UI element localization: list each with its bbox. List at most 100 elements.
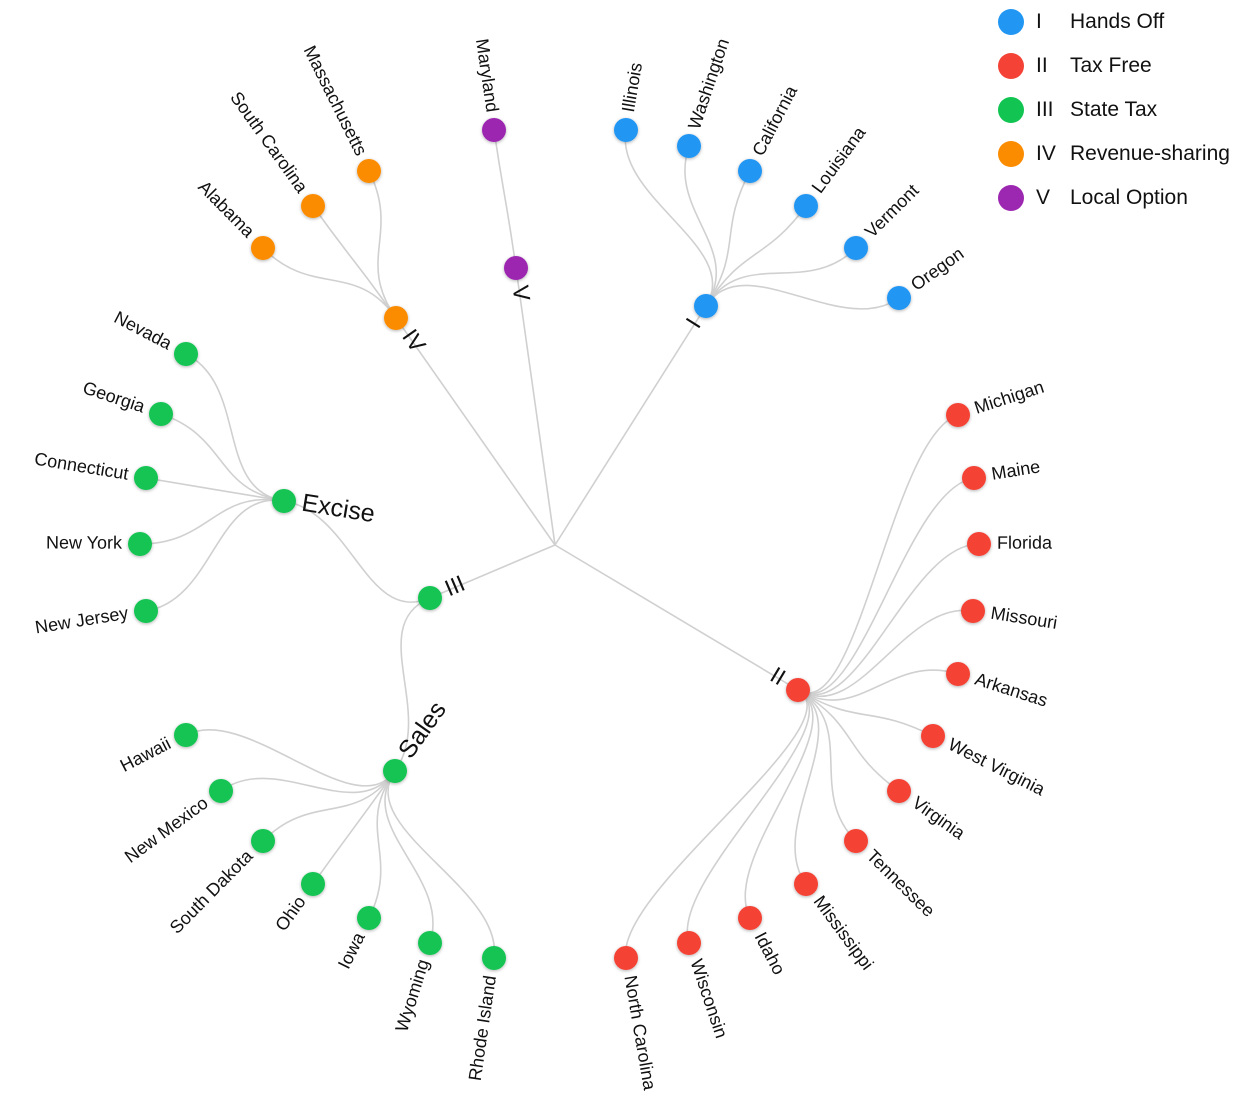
tree-link (493, 129, 517, 269)
node-virginia[interactable] (887, 779, 911, 803)
tree-link (220, 770, 396, 794)
label-west-virginia: West Virginia (945, 734, 1049, 800)
node-connecticut[interactable] (134, 466, 158, 490)
node-iowa[interactable] (357, 906, 381, 930)
node-west-virginia[interactable] (921, 724, 945, 748)
node-iv[interactable] (384, 306, 408, 330)
legend-item-tax-free: II Tax Free (998, 44, 1230, 88)
tree-link (797, 689, 857, 842)
node-north-carolina[interactable] (614, 946, 638, 970)
node-new-jersey[interactable] (134, 599, 158, 623)
node-v[interactable] (504, 256, 528, 280)
tree-link (797, 669, 959, 701)
label-nevada: Nevada (111, 307, 176, 354)
label-oregon: Oregon (907, 243, 967, 294)
label-south-carolina: South Carolina (226, 88, 312, 197)
node-rhode-island[interactable] (482, 946, 506, 970)
node-south-carolina[interactable] (301, 194, 325, 218)
label-maryland: Maryland (472, 37, 503, 113)
label-new-mexico: New Mexico (121, 793, 212, 867)
node-south-dakota[interactable] (251, 829, 275, 853)
label-iii: III (441, 570, 469, 601)
node-excise[interactable] (272, 489, 296, 513)
tree-link (705, 284, 900, 310)
node-georgia[interactable] (149, 402, 173, 426)
node-wisconsin[interactable] (677, 931, 701, 955)
legend-label: Hands Off (1070, 10, 1165, 33)
label-connecticut: Connecticut (33, 449, 130, 484)
node-arkansas[interactable] (946, 662, 970, 686)
node-sales[interactable] (383, 759, 407, 783)
tree-link (283, 500, 431, 603)
tree-link (624, 129, 714, 307)
tree-link (160, 413, 285, 502)
node-hawaii[interactable] (174, 723, 198, 747)
node-ii[interactable] (786, 678, 810, 702)
tree-link (744, 689, 814, 919)
node-michigan[interactable] (946, 403, 970, 427)
tree-link (686, 689, 811, 944)
node-maine[interactable] (962, 466, 986, 490)
label-virginia: Virginia (909, 792, 970, 844)
tree-link (554, 544, 799, 691)
node-california[interactable] (738, 159, 762, 183)
legend-dot-icon (998, 185, 1024, 211)
legend-dot-icon (998, 97, 1024, 123)
legend-item-revenue-sharing: IV Revenue-sharing (998, 132, 1230, 176)
legend-numeral: IV (1036, 142, 1056, 165)
tree-link (384, 770, 434, 944)
node-tennessee[interactable] (844, 829, 868, 853)
node-new-york[interactable] (128, 532, 152, 556)
legend-dot-icon (998, 53, 1024, 79)
label-v: V (508, 284, 536, 303)
label-missouri: Missouri (989, 603, 1058, 633)
legend-item-hands-off: I Hands Off (998, 0, 1230, 44)
label-maine: Maine (990, 456, 1042, 483)
legend-label: Local Option (1070, 186, 1188, 209)
label-idaho: Idaho (751, 929, 790, 978)
label-michigan: Michigan (972, 377, 1047, 418)
node-new-mexico[interactable] (209, 779, 233, 803)
label-alabama: Alabama (194, 177, 259, 242)
legend-numeral: I (1036, 10, 1042, 33)
tree-link (705, 170, 751, 307)
node-vermont[interactable] (844, 236, 868, 260)
node-oregon[interactable] (887, 286, 911, 310)
legend-dot-icon (998, 9, 1024, 35)
tree-link (797, 414, 959, 694)
label-iv: IV (397, 324, 431, 357)
label-arkansas: Arkansas (972, 669, 1050, 711)
node-i[interactable] (694, 294, 718, 318)
node-iii[interactable] (418, 586, 442, 610)
node-florida[interactable] (967, 532, 991, 556)
tree-link (312, 770, 396, 885)
tree-link (705, 247, 857, 307)
node-mississippi[interactable] (794, 872, 818, 896)
label-georgia: Georgia (80, 377, 148, 416)
node-massachusetts[interactable] (357, 159, 381, 183)
node-ohio[interactable] (301, 872, 325, 896)
tree-links (139, 129, 980, 959)
label-louisiana: Louisiana (808, 122, 871, 197)
legend-numeral: V (1036, 186, 1051, 209)
tree-link (394, 597, 431, 772)
node-maryland[interactable] (482, 118, 506, 142)
tree-link (262, 247, 397, 319)
node-nevada[interactable] (174, 342, 198, 366)
tree-link (145, 477, 285, 502)
label-florida: Florida (997, 533, 1053, 553)
label-washington: Washington (684, 36, 733, 132)
tree-link (797, 477, 975, 695)
legend-numeral: III (1036, 98, 1054, 121)
node-idaho[interactable] (738, 906, 762, 930)
node-missouri[interactable] (961, 599, 985, 623)
node-illinois[interactable] (614, 118, 638, 142)
label-excise: Excise (300, 489, 377, 528)
node-wyoming[interactable] (418, 931, 442, 955)
label-tennessee: Tennessee (863, 846, 939, 921)
tree-link (797, 609, 974, 698)
node-alabama[interactable] (251, 236, 275, 260)
node-louisiana[interactable] (794, 194, 818, 218)
label-massachusetts: Massachusetts (300, 42, 371, 158)
node-washington[interactable] (677, 134, 701, 158)
